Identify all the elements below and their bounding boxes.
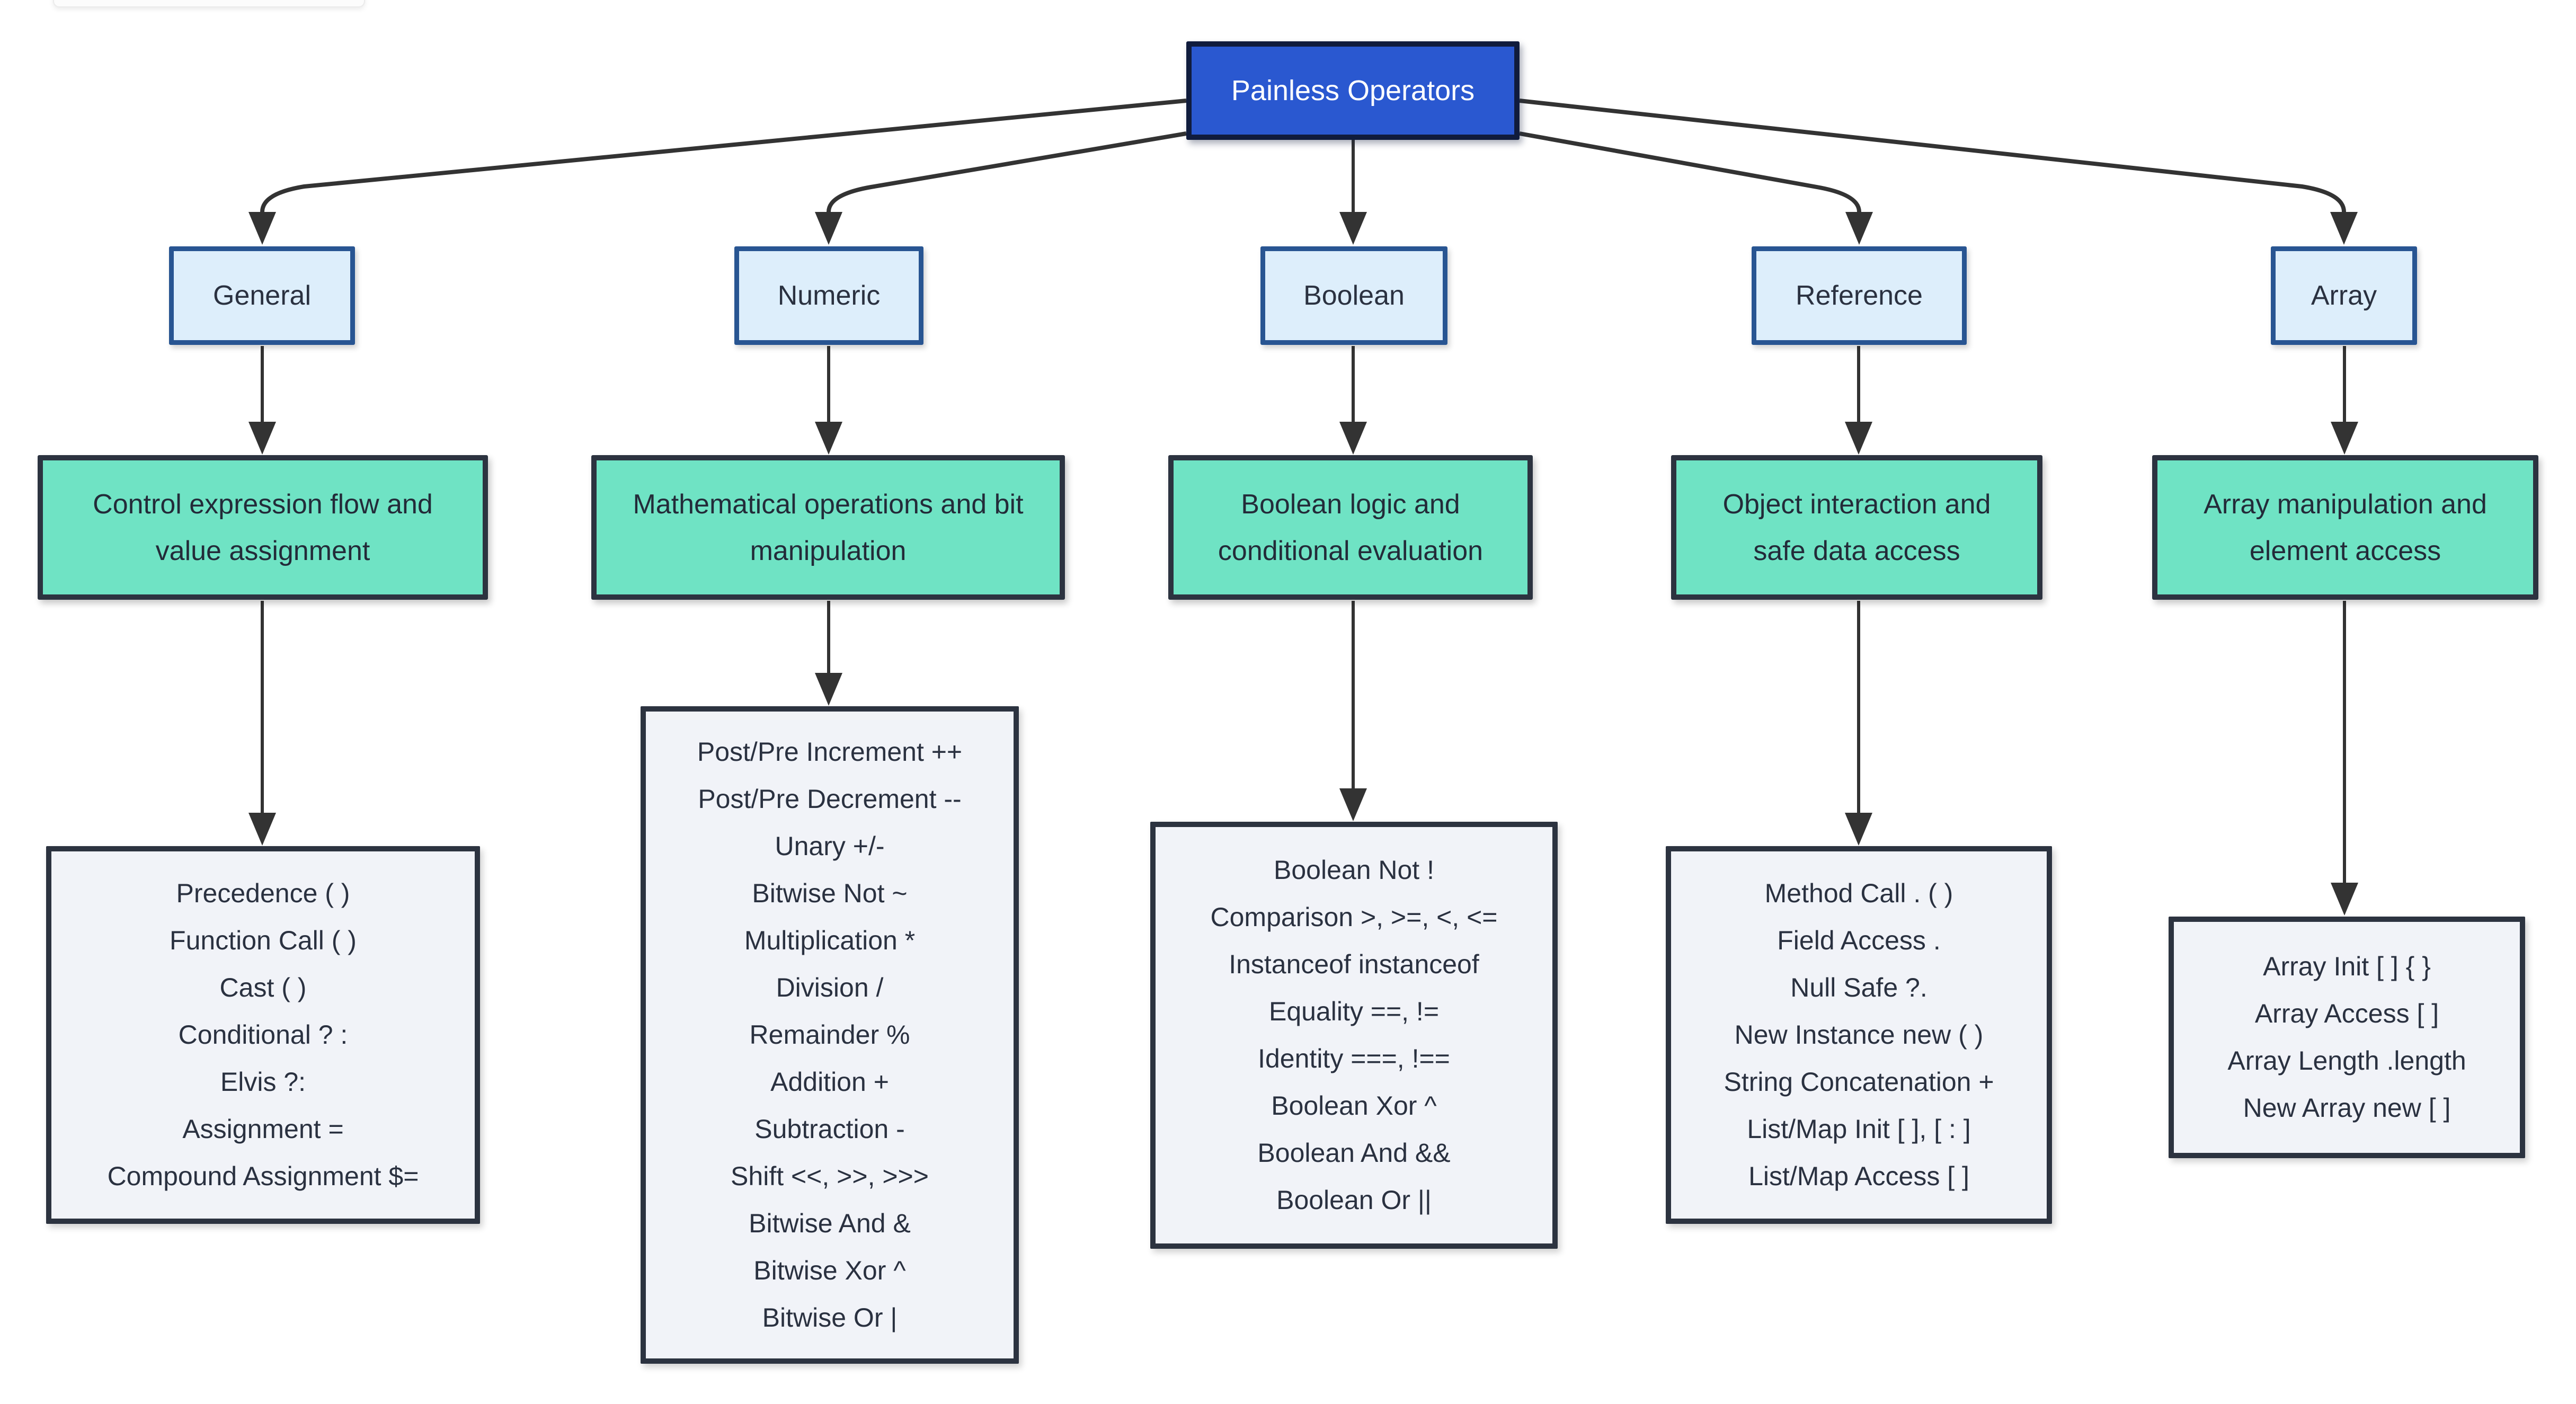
operators-node-numeric: Post/Pre Increment ++ Post/Pre Decrement… <box>641 706 1019 1364</box>
category-node-reference: Reference <box>1752 246 1967 345</box>
operators-list-array: Array Init [ ] { } Array Access [ ] Arra… <box>2227 952 2466 1123</box>
edge-root-reference <box>1519 131 1861 212</box>
arrowhead-boolean-desc <box>1339 422 1367 455</box>
operators-node-array: Array Init [ ] { } Array Access [ ] Arra… <box>2169 917 2525 1158</box>
description-text-reference: Object interaction and safe data access <box>1722 488 1991 566</box>
description-node-array: Array manipulation and element access <box>2152 455 2538 600</box>
operators-list-numeric: Post/Pre Increment ++ Post/Pre Decrement… <box>697 737 963 1332</box>
category-node-numeric: Numeric <box>734 246 923 345</box>
root-node-painless-operators: Painless Operators <box>1186 41 1520 140</box>
category-label-numeric: Numeric <box>777 280 881 311</box>
arrowhead-array-desc <box>2331 422 2358 455</box>
arrowhead-boolean <box>1339 212 1367 245</box>
description-text-boolean: Boolean logic and conditional evaluation <box>1218 488 1484 566</box>
arrowhead-general-ops <box>248 813 276 846</box>
operators-node-general: Precedence ( ) Function Call ( ) Cast ( … <box>46 846 480 1224</box>
arrowhead-array <box>2330 212 2358 245</box>
description-text-general: Control expression flow and value assign… <box>93 488 433 566</box>
operators-node-boolean: Boolean Not ! Comparison >, >=, <, <= In… <box>1150 822 1558 1249</box>
description-node-numeric: Mathematical operations and bit manipula… <box>591 455 1065 600</box>
description-text-array: Array manipulation and element access <box>2204 488 2487 566</box>
operators-list-general: Precedence ( ) Function Call ( ) Cast ( … <box>107 878 419 1191</box>
operators-list-reference: Method Call . ( ) Field Access . Null Sa… <box>1724 878 1994 1191</box>
root-node-label: Painless Operators <box>1231 75 1475 106</box>
edge-root-array <box>1519 99 2346 212</box>
operators-list-boolean: Boolean Not ! Comparison >, >=, <, <= In… <box>1210 855 1498 1215</box>
category-node-boolean: Boolean <box>1260 246 1447 345</box>
arrowhead-reference-ops <box>1845 813 1872 846</box>
arrowhead-general <box>248 212 276 245</box>
edge-root-general <box>260 99 1187 212</box>
arrowhead-array-ops <box>2331 883 2358 916</box>
description-node-general: Control expression flow and value assign… <box>38 455 488 600</box>
category-node-general: General <box>169 246 355 345</box>
arrowhead-reference <box>1845 212 1873 245</box>
arrowhead-numeric-desc <box>815 422 842 455</box>
category-label-array: Array <box>2311 280 2377 311</box>
edge-root-numeric <box>827 131 1187 212</box>
arrowhead-numeric <box>815 212 842 245</box>
category-label-boolean: Boolean <box>1303 280 1405 311</box>
arrowhead-reference-desc <box>1845 422 1872 455</box>
arrowhead-general-desc <box>248 422 276 455</box>
description-node-reference: Object interaction and safe data access <box>1671 455 2042 600</box>
operators-node-reference: Method Call . ( ) Field Access . Null Sa… <box>1666 846 2052 1224</box>
description-text-numeric: Mathematical operations and bit manipula… <box>633 488 1024 566</box>
description-node-boolean: Boolean logic and conditional evaluation <box>1168 455 1533 600</box>
arrowhead-boolean-ops <box>1339 788 1367 821</box>
category-node-array: Array <box>2271 246 2417 345</box>
category-label-reference: Reference <box>1796 280 1923 311</box>
category-label-general: General <box>213 280 311 311</box>
arrowhead-numeric-ops <box>815 673 842 706</box>
